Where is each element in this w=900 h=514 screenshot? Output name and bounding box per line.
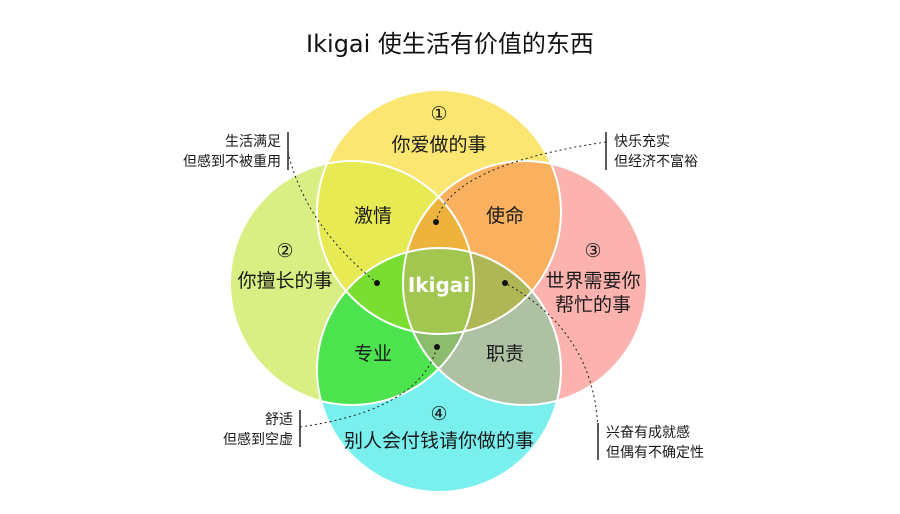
annotation-bottom-left-line2: 但感到空虚 [223,431,293,448]
annotation-bottom-right-line1: 兴奋有成就感 [606,424,690,441]
circle-love-outline [316,89,562,335]
leader-dot-top-right [433,219,439,225]
leader-dot-top-left [374,280,380,286]
annotation-top-right-line1: 快乐充实 [614,134,670,150]
leader-dot-bottom-left [434,344,440,350]
overlap-left-top-bottom [317,248,474,334]
leader-dot-bottom-right [502,280,508,286]
circle-good-at-label: 你擅长的事 [237,270,332,292]
leader-top-right [435,141,607,223]
overlap-passion [317,161,474,334]
annotation-top-left-line1: 生活满足 [225,134,281,150]
annotation-bottom-right-line2: 但偶有不确定性 [606,445,704,461]
circle-paid-for-label: 别人会付钱请你做的事 [344,430,534,452]
circle-world-needs-outline [402,160,648,406]
circle-world-needs-label-line1: 世界需要你 [545,270,640,292]
circle-love-number: ① [430,103,447,125]
overlap-mission-label: 使命 [486,205,524,227]
ikigai-center-label: Ikigai [408,273,470,297]
annotation-top-right-line2: 但经济不富裕 [614,153,698,170]
circle-good-at-number: ② [276,240,293,262]
overlap-passion-label: 激情 [354,205,392,227]
overlap-profession-label: 专业 [354,343,392,365]
circle-world-needs-number: ③ [584,240,601,262]
overlap-vocation-label: 职责 [486,343,524,365]
circle-love-label: 你爱做的事 [391,134,486,156]
overlap-right-top-bottom [403,248,561,334]
circle-paid-for-number: ④ [430,403,447,425]
leader-bottom-right [504,282,599,443]
annotation-top-left-line2: 但感到不被重用 [183,153,281,170]
diagram-title: Ikigai 使生活有价值的东西 [306,30,594,58]
circle-good-at-outline [229,160,475,406]
leader-top-left [287,151,378,284]
circle-world-needs-label-line2: 帮忙的事 [555,294,631,316]
annotation-bottom-left-line1: 舒适 [265,412,293,428]
circle-paid-for-outline [316,247,562,493]
